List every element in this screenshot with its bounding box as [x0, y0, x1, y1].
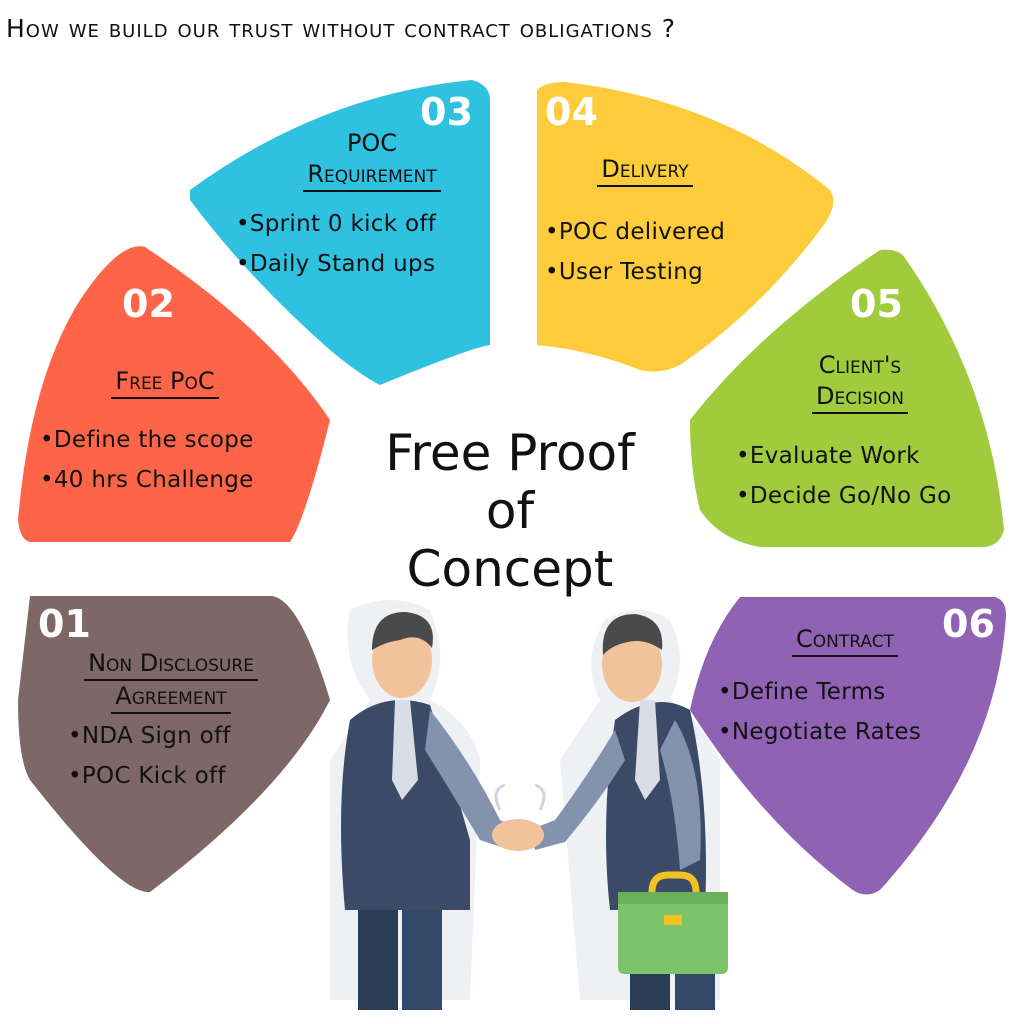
- center-title-line-2: of: [485, 482, 535, 540]
- step-01-title: Non Disclosure Agreement: [30, 648, 312, 714]
- step-05-bullets: Evaluate Work Decide Go/No Go: [736, 436, 951, 516]
- step-03-title-line-2: Requirement: [303, 159, 441, 192]
- step-02-bullet-2: 40 hrs Challenge: [40, 460, 254, 500]
- step-06-title: Contract: [760, 624, 930, 657]
- step-03-number: 03: [420, 90, 473, 134]
- step-01-title-line-2: Agreement: [111, 681, 231, 714]
- center-title-line-3: Concept: [406, 540, 614, 598]
- step-03-bullets: Sprint 0 kick off Daily Stand ups: [236, 204, 436, 284]
- step-05-number: 05: [850, 282, 903, 326]
- step-03-title-line-1: POC: [346, 129, 398, 157]
- step-01-bullets: NDA Sign off POC Kick off: [68, 716, 231, 796]
- step-03-bullet-2: Daily Stand ups: [236, 244, 436, 284]
- step-03-bullet-1: Sprint 0 kick off: [236, 204, 436, 244]
- step-06-bullets: Define Terms Negotiate Rates: [718, 672, 921, 752]
- step-05-title-line-2: Decision: [811, 381, 908, 414]
- center-title-line-1: Free Proof: [385, 424, 635, 482]
- step-06-bullet-2: Negotiate Rates: [718, 712, 921, 752]
- step-01-bullet-2: POC Kick off: [68, 756, 231, 796]
- step-04-number: 04: [545, 90, 598, 134]
- step-02-bullets: Define the scope 40 hrs Challenge: [40, 420, 254, 500]
- step-04-title: Delivery: [565, 154, 725, 187]
- step-04-title-line-1: Delivery: [597, 154, 693, 187]
- step-05-title: Client's Decision: [780, 350, 940, 414]
- step-01-number: 01: [38, 602, 91, 646]
- step-06-title-line-1: Contract: [792, 624, 898, 657]
- step-05-bullet-2: Decide Go/No Go: [736, 476, 951, 516]
- step-04-bullet-1: POC delivered: [545, 212, 725, 252]
- center-title: Free Proof of Concept: [330, 424, 690, 598]
- step-01-title-line-1: Non Disclosure: [84, 648, 258, 681]
- step-02-number: 02: [122, 282, 175, 326]
- step-01-bullet-1: NDA Sign off: [68, 716, 231, 756]
- step-05-title-line-1: Client's: [818, 351, 902, 379]
- step-02-title-line-1: Free PoC: [111, 366, 219, 399]
- step-02-title: Free PoC: [70, 366, 260, 399]
- step-04-bullets: POC delivered User Testing: [545, 212, 725, 292]
- step-03-title: POC Requirement: [262, 128, 482, 192]
- diagram-heading: How we build our trust without contract …: [6, 14, 677, 43]
- step-06-bullet-1: Define Terms: [718, 672, 921, 712]
- step-06-number: 06: [942, 602, 995, 646]
- step-05-bullet-1: Evaluate Work: [736, 436, 951, 476]
- step-02-bullet-1: Define the scope: [40, 420, 254, 460]
- handshake-illustration: [330, 600, 728, 1010]
- step-04-bullet-2: User Testing: [545, 252, 725, 292]
